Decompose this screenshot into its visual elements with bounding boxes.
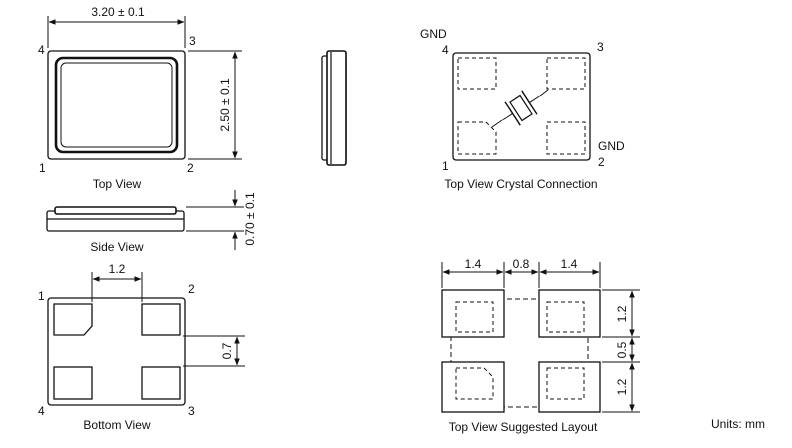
layout-dim-pad-height-bottom: 1.2 xyxy=(615,378,629,395)
layout-device-pad-1 xyxy=(455,367,494,400)
side-view-thickness-dim: 0.70 ± 0.1 xyxy=(243,192,257,246)
crystal-view-pad-3 xyxy=(546,57,586,90)
bottom-view: 1.2 0.7 1 2 4 3 Bottom View xyxy=(38,262,245,432)
layout-device-pad-2 xyxy=(546,367,585,400)
top-view-lid xyxy=(54,56,179,154)
bottom-view-pad-1 xyxy=(53,303,93,336)
bottom-view-pin-1: 1 xyxy=(38,289,45,303)
units-label: Units: mm xyxy=(711,417,765,431)
crystal-view-pin-1: 1 xyxy=(442,159,449,173)
layout-caption: Top View Suggested Layout xyxy=(449,420,598,434)
layout-land-3 xyxy=(538,289,601,338)
crystal-view-pad-1 xyxy=(457,121,497,155)
top-view-caption: Top View xyxy=(93,177,142,191)
crystal-view-pin-3: 3 xyxy=(597,40,604,54)
bottom-view-pin-4: 4 xyxy=(38,404,45,418)
crystal-connection-view: GND 4 3 GND 1 2 Top View Crystal Connect… xyxy=(420,27,625,191)
bottom-view-caption: Bottom View xyxy=(83,418,150,432)
suggested-layout-view: 1.4 0.8 1.4 1.2 0.5 1.2 Top View Suggest… xyxy=(441,257,640,434)
crystal-view-pad-4 xyxy=(457,57,497,90)
bottom-view-pad-2 xyxy=(141,303,181,336)
crystal-view-pin-2: 2 xyxy=(598,155,605,169)
layout-land-2 xyxy=(538,361,601,413)
crystal-lead-to-pad-1 xyxy=(491,119,503,128)
layout-dim-vertical-gap: 0.5 xyxy=(615,341,629,358)
top-view-width-dim: 3.20 ± 0.1 xyxy=(91,5,145,19)
top-view-pin-1: 1 xyxy=(39,161,46,175)
layout-dim-pad-width-right: 1.4 xyxy=(561,257,578,271)
top-view: 3.20 ± 0.1 2.50 ± 0.1 4 3 1 2 Top View xyxy=(38,5,242,191)
bottom-view-pad-3 xyxy=(141,366,181,400)
top-view-pin-2: 2 xyxy=(187,161,194,175)
side-view-lid xyxy=(54,206,177,215)
layout-dim-pad-height-top: 1.2 xyxy=(615,305,629,322)
crystal-symbol xyxy=(502,90,540,126)
layout-dim-pad-width-left: 1.4 xyxy=(465,257,482,271)
crystal-view-pin-4: 4 xyxy=(442,43,449,57)
crystal-lead-to-pad-3 xyxy=(539,89,549,97)
top-view-lid-inner xyxy=(60,62,173,148)
layout-land-1 xyxy=(441,361,505,413)
bottom-view-gap-dim: 1.2 xyxy=(109,262,126,276)
layout-package-outline xyxy=(450,298,589,408)
side-view-caption: Side View xyxy=(90,240,143,254)
bottom-view-pad-4 xyxy=(53,366,93,400)
top-view-pin-3: 3 xyxy=(189,34,196,48)
layout-land-4 xyxy=(441,289,505,338)
side-profile-lid xyxy=(326,50,347,166)
top-view-height-dim: 2.50 ± 0.1 xyxy=(218,78,232,132)
bottom-view-pin-2: 2 xyxy=(188,282,195,296)
layout-device-pad-4 xyxy=(455,301,494,333)
top-view-pin-4: 4 xyxy=(38,43,45,57)
bottom-view-pad-height-dim: 0.7 xyxy=(220,342,234,359)
layout-device-pad-3 xyxy=(546,301,585,333)
side-view: 0.70 ± 0.1 Side View xyxy=(46,190,257,254)
side-profile-view xyxy=(321,50,347,166)
layout-dim-gap: 0.8 xyxy=(513,257,530,271)
crystal-view-gnd-label-4: GND xyxy=(420,27,447,41)
crystal-view-caption: Top View Crystal Connection xyxy=(444,177,597,191)
crystal-view-gnd-label-2: GND xyxy=(598,139,625,153)
bottom-view-pin-3: 3 xyxy=(188,404,195,418)
